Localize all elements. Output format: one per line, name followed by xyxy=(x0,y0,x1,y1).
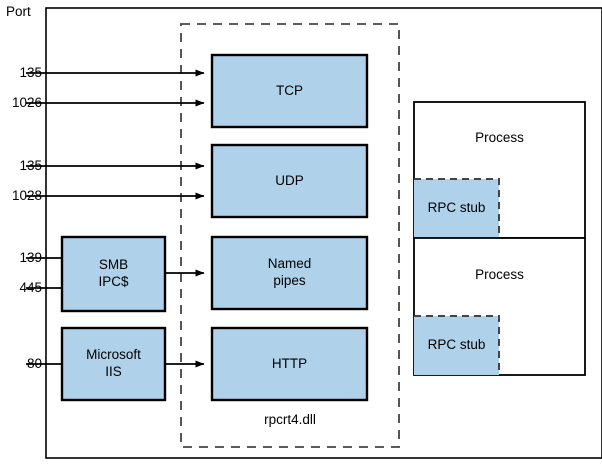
rpc-stub-2-label: RPC stub xyxy=(427,337,486,353)
port-label-135-udp: 135 xyxy=(19,158,42,173)
transport-box-udp-label: UDP xyxy=(275,172,304,188)
port-label-445-smb: 445 xyxy=(19,280,42,295)
service-box-smb xyxy=(60,235,167,313)
service-box-iis xyxy=(60,326,167,402)
transport-box-tcp-label: TCP xyxy=(276,82,303,98)
transport-box-named-pipes-label: Named pipes xyxy=(267,256,312,288)
port-label-1028-udp: 1028 xyxy=(11,188,42,203)
rpcrt4-dll-caption: rpcrt4.dll xyxy=(264,412,316,427)
rpc-stub-box-1 xyxy=(414,179,499,238)
rpc-stub-dashed-edge-2 xyxy=(414,315,500,375)
transport-box-udp xyxy=(210,143,369,219)
process-2-label: Process xyxy=(475,266,524,282)
outer-border xyxy=(45,7,602,459)
port-label-135-tcp: 135 xyxy=(19,65,42,80)
port-heading: Port xyxy=(6,4,31,19)
transport-box-tcp xyxy=(210,53,369,129)
rpc-stub-dashed-edge-1 xyxy=(414,178,500,238)
rpc-stub-box-2 xyxy=(414,316,499,375)
port-label-80-iis: 80 xyxy=(26,356,42,371)
rpc-stub-1-label: RPC stub xyxy=(427,200,486,216)
service-box-smb-label: SMB IPC$ xyxy=(98,257,129,289)
transport-box-http xyxy=(210,326,369,402)
process-1-label: Process xyxy=(475,129,524,145)
transport-box-named-pipes xyxy=(210,235,369,311)
port-label-1026-tcp: 1026 xyxy=(11,95,42,110)
service-box-iis-label: Microsoft IIS xyxy=(86,347,141,379)
port-label-139-smb: 139 xyxy=(19,250,42,265)
transport-box-http-label: HTTP xyxy=(271,355,308,371)
